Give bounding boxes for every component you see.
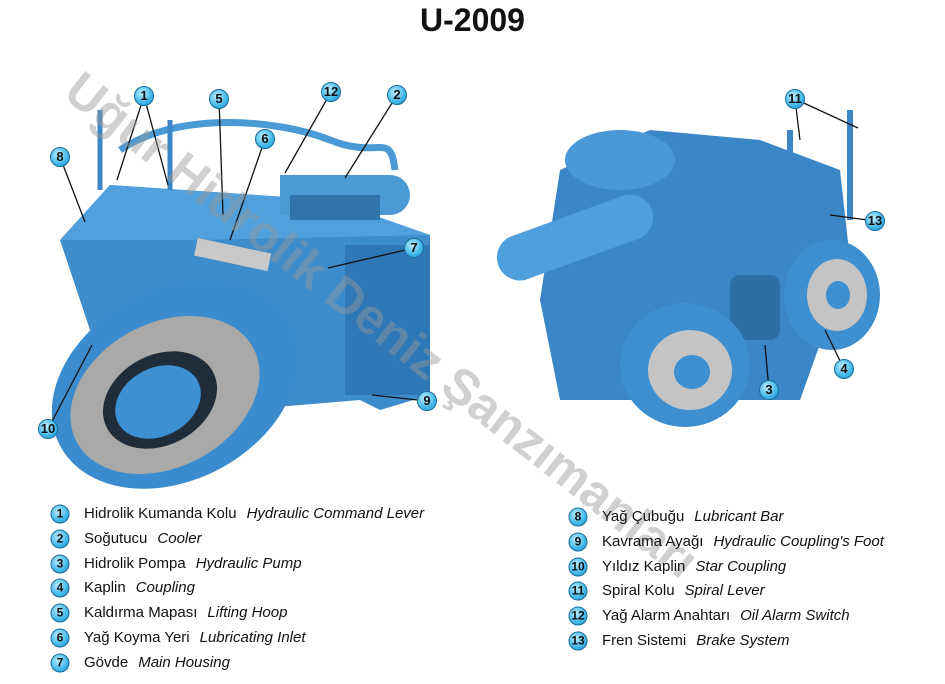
legend-number-badge: 5 — [50, 603, 70, 623]
legend-number-badge: 6 — [50, 628, 70, 648]
legend-english-label: Hydraulic Coupling's Foot — [713, 532, 884, 550]
legend-number-badge: 13 — [568, 631, 588, 651]
legend-turkish-label: Yağ Çubuğu — [602, 508, 685, 525]
legend-number-badge: 11 — [568, 581, 588, 601]
callout-13: 13 — [865, 211, 885, 231]
gearbox-illustrations — [47, 91, 880, 489]
legend-number-badge: 4 — [50, 578, 70, 598]
callout-4: 4 — [834, 359, 854, 379]
legend-number-badge: 10 — [568, 557, 588, 577]
legend-turkish-label: Kaldırma Mapası — [84, 604, 198, 622]
legend-number-badge: 9 — [568, 532, 588, 552]
legend-turkish-label: Fren Sistemi — [602, 632, 687, 649]
legend-item: 12 Yağ Alarm Anahtarı Oil Alarm Switch — [568, 606, 850, 626]
legend-item: 4 Kaplin Coupling — [50, 578, 195, 598]
callout-7: 7 — [404, 238, 424, 258]
legend-number-badge: 12 — [568, 606, 588, 626]
legend-turkish-label: Yıldız Kaplin — [602, 557, 686, 575]
legend-english-label: Lubricating Inlet — [199, 629, 306, 646]
callout-12: 12 — [321, 82, 341, 102]
legend-english-label: Coupling — [135, 579, 195, 597]
legend-item: 13 Fren Sistemi Brake System — [568, 631, 790, 651]
legend-turkish-label: Gövde — [84, 653, 129, 671]
legend-english-label: Main Housing — [138, 653, 230, 671]
legend-number-badge: 8 — [568, 507, 588, 527]
legend-english-label: Lubricant Bar — [694, 508, 784, 525]
legend-english-label: Brake System — [696, 632, 790, 649]
legend-turkish-label: Spiral Kolu — [602, 582, 675, 600]
legend-turkish-label: Hidrolik Kumanda Kolu — [84, 505, 237, 522]
legend-turkish-label: Kaplin — [84, 579, 126, 597]
left-gearbox-image — [51, 110, 430, 489]
legend-item: 5 Kaldırma Mapası Lifting Hoop — [50, 603, 288, 623]
callout-5: 5 — [209, 89, 229, 109]
callout-10: 10 — [38, 419, 58, 439]
legend-english-label: Lifting Hoop — [207, 604, 288, 622]
legend-turkish-label: Soğutucu — [84, 529, 148, 547]
legend-english-label: Cooler — [157, 529, 202, 547]
callout-8: 8 — [50, 147, 70, 167]
callout-1: 1 — [134, 86, 154, 106]
legend-item: 10 Yıldız Kaplin Star Coupling — [568, 557, 787, 577]
legend-turkish-label: Hidrolik Pompa — [84, 554, 186, 572]
legend-turkish-label: Kavrama Ayağı — [602, 532, 704, 550]
callout-2: 2 — [387, 85, 407, 105]
legend-number-badge: 7 — [50, 653, 70, 673]
callout-9: 9 — [417, 391, 437, 411]
legend-turkish-label: Yağ Alarm Anahtarı — [602, 607, 731, 625]
legend-english-label: Hydraulic Pump — [195, 554, 302, 572]
callout-3: 3 — [759, 380, 779, 400]
legend-turkish-label: Yağ Koyma Yeri — [84, 629, 190, 646]
legend-item: 3 Hidrolik Pompa Hydraulic Pump — [50, 554, 302, 574]
legend-english-label: Oil Alarm Switch — [740, 607, 850, 625]
page-title: U-2009 — [420, 2, 525, 38]
legend-number-badge: 1 — [50, 504, 70, 524]
callout-11: 11 — [785, 89, 805, 109]
legend-item: 6 Yağ Koyma Yeri Lubricating Inlet — [50, 628, 306, 648]
legend-item: 7 Gövde Main Housing — [50, 653, 230, 673]
legend-english-label: Spiral Lever — [684, 582, 765, 600]
legend-english-label: Hydraulic Command Lever — [246, 505, 425, 522]
callout-6: 6 — [255, 129, 275, 149]
legend-english-label: Star Coupling — [695, 557, 787, 575]
legend-item: 11 Spiral Kolu Spiral Lever — [568, 581, 765, 601]
legend-item: 2 Soğutucu Cooler — [50, 529, 202, 549]
legend-number-badge: 2 — [50, 529, 70, 549]
right-gearbox-image — [496, 110, 880, 427]
legend-item: 1 Hidrolik Kumanda Kolu Hydraulic Command … — [50, 504, 425, 524]
legend-number-badge: 3 — [50, 554, 70, 574]
legend-item: 9 Kavrama Ayağı Hydraulic Coupling's Foot — [568, 532, 884, 552]
legend-item: 8 Yağ Çubuğu Lubricant Bar — [568, 507, 784, 527]
